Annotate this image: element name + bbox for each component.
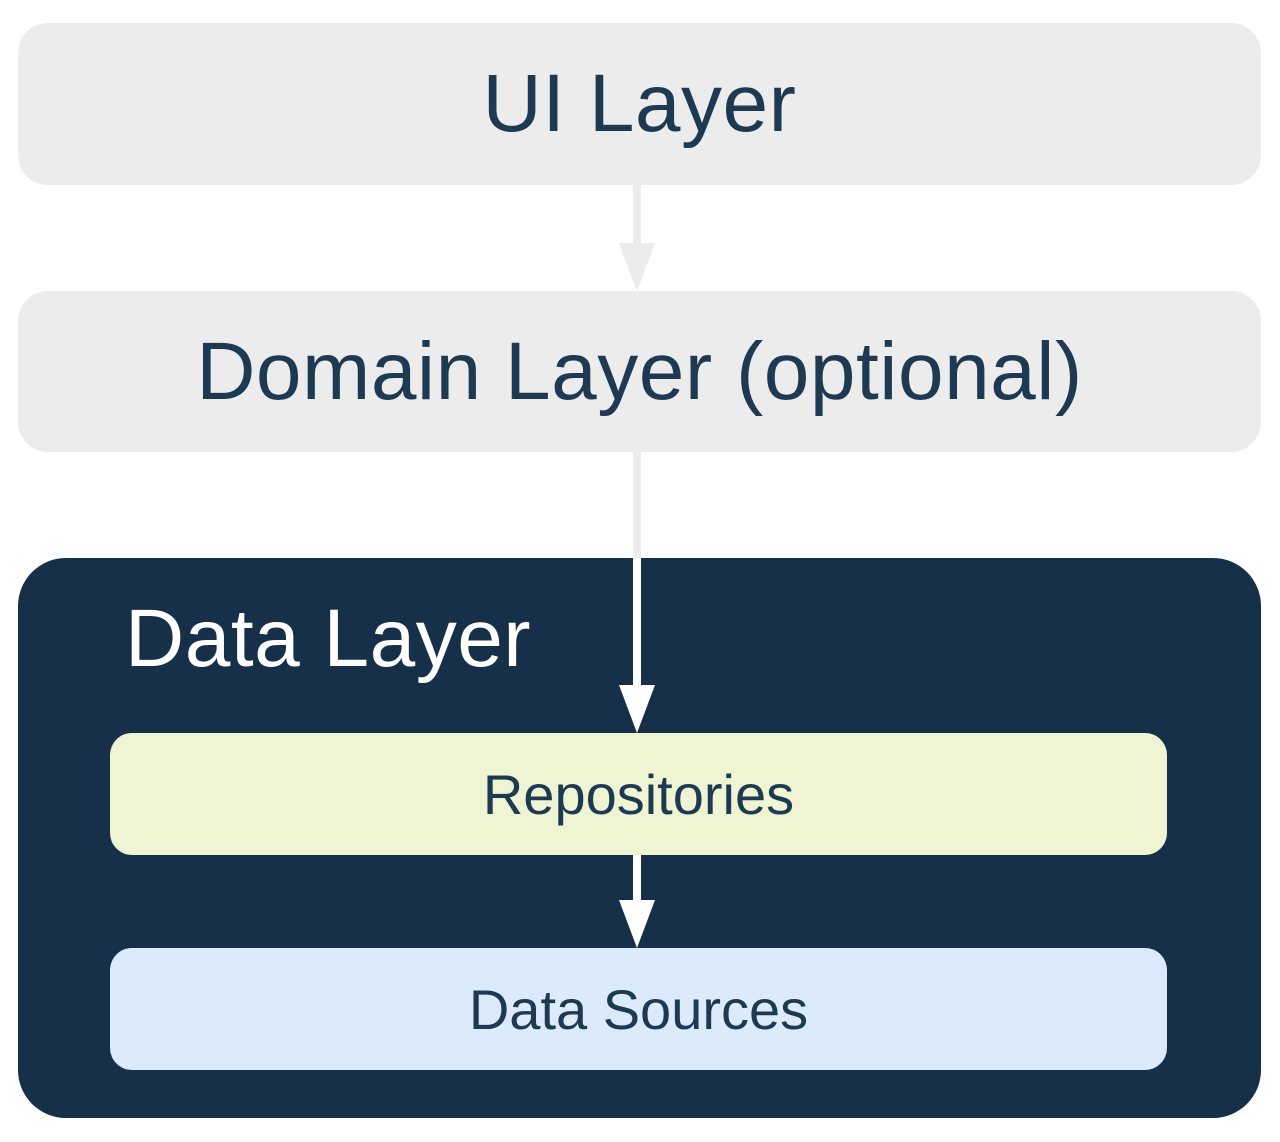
arrow-stem (633, 558, 641, 686)
arrow-head-down-icon (619, 685, 655, 733)
arrow-head-down-icon (619, 900, 655, 948)
data-layer-label: Data Layer (125, 593, 532, 684)
arrow-stem (633, 855, 641, 902)
data-sources-box: Data Sources (110, 948, 1167, 1070)
arrow-stem (633, 185, 641, 245)
arrow-head-down-icon (619, 243, 655, 291)
domain-layer-box: Domain Layer (optional) (18, 291, 1261, 452)
repositories-box: Repositories (110, 733, 1167, 855)
arrow-stem (633, 452, 641, 558)
ui-layer-label: UI Layer (482, 58, 797, 149)
ui-layer-box: UI Layer (18, 23, 1261, 185)
domain-layer-label: Domain Layer (optional) (196, 325, 1083, 417)
data-sources-label: Data Sources (468, 977, 809, 1041)
repositories-label: Repositories (482, 762, 795, 826)
